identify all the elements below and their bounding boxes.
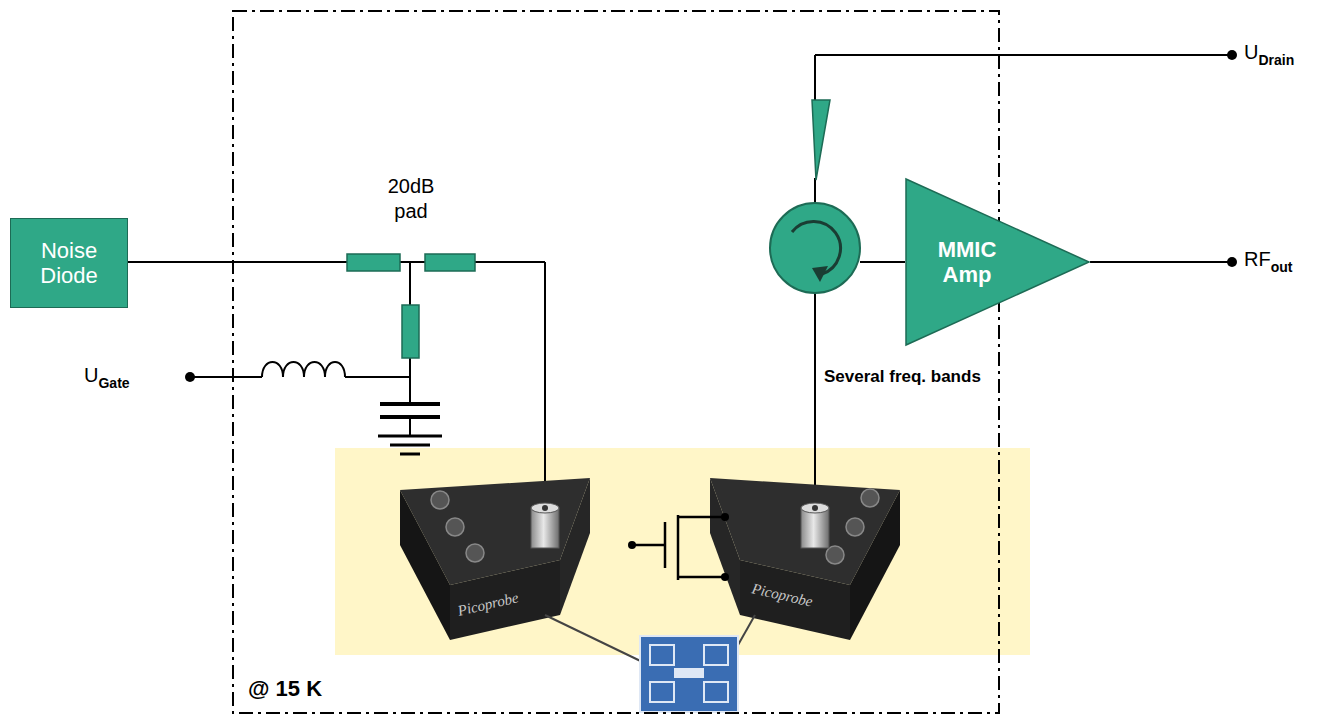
transistor-chip bbox=[640, 636, 738, 712]
fet-symbol bbox=[632, 515, 725, 580]
label-text: Several freq. bands bbox=[824, 367, 981, 386]
boundary-outline bbox=[232, 10, 1000, 714]
signal-label: RFout bbox=[1244, 248, 1292, 271]
circulator-symbol bbox=[770, 203, 860, 293]
label-text: RF bbox=[1244, 248, 1271, 270]
signal-label: UDrain bbox=[1244, 41, 1294, 64]
dash-dot-border bbox=[233, 11, 999, 713]
node-text: Noise Diode bbox=[11, 238, 127, 289]
terminal-dot bbox=[185, 50, 1237, 382]
amplifier-shape bbox=[906, 179, 1089, 345]
noise-diode-box: Noise Diode bbox=[10, 218, 128, 308]
signal-subscript: Drain bbox=[1258, 52, 1294, 68]
sma-connector bbox=[531, 503, 829, 548]
node-text: MMIC Amp bbox=[923, 237, 1011, 288]
amplifier-triangle bbox=[905, 178, 1090, 346]
terminal-dot bbox=[628, 513, 729, 581]
band-note: Several freq. bands bbox=[822, 367, 983, 387]
node-text: @ 15 K bbox=[248, 676, 322, 702]
signal-subscript: out bbox=[1271, 259, 1293, 275]
signal-label: UGate bbox=[84, 364, 130, 387]
probe-region bbox=[335, 448, 1030, 655]
label-text: U bbox=[1244, 41, 1258, 63]
signal-subscript: Gate bbox=[98, 375, 129, 391]
cryostat-boundary: @ 15 KMMIC Amp bbox=[232, 10, 1000, 714]
bias-wedge bbox=[812, 100, 830, 180]
label-text: U bbox=[84, 364, 98, 386]
mmic-amplifier: MMIC Amp bbox=[905, 178, 1090, 346]
wires bbox=[118, 55, 1232, 508]
capacitor-ground-symbol bbox=[378, 404, 442, 454]
label-text: 20dB pad bbox=[388, 175, 435, 222]
resistor-symbol bbox=[347, 254, 475, 358]
attenuator-label: 20dB pad bbox=[378, 174, 444, 224]
probe-illustration bbox=[400, 478, 655, 668]
